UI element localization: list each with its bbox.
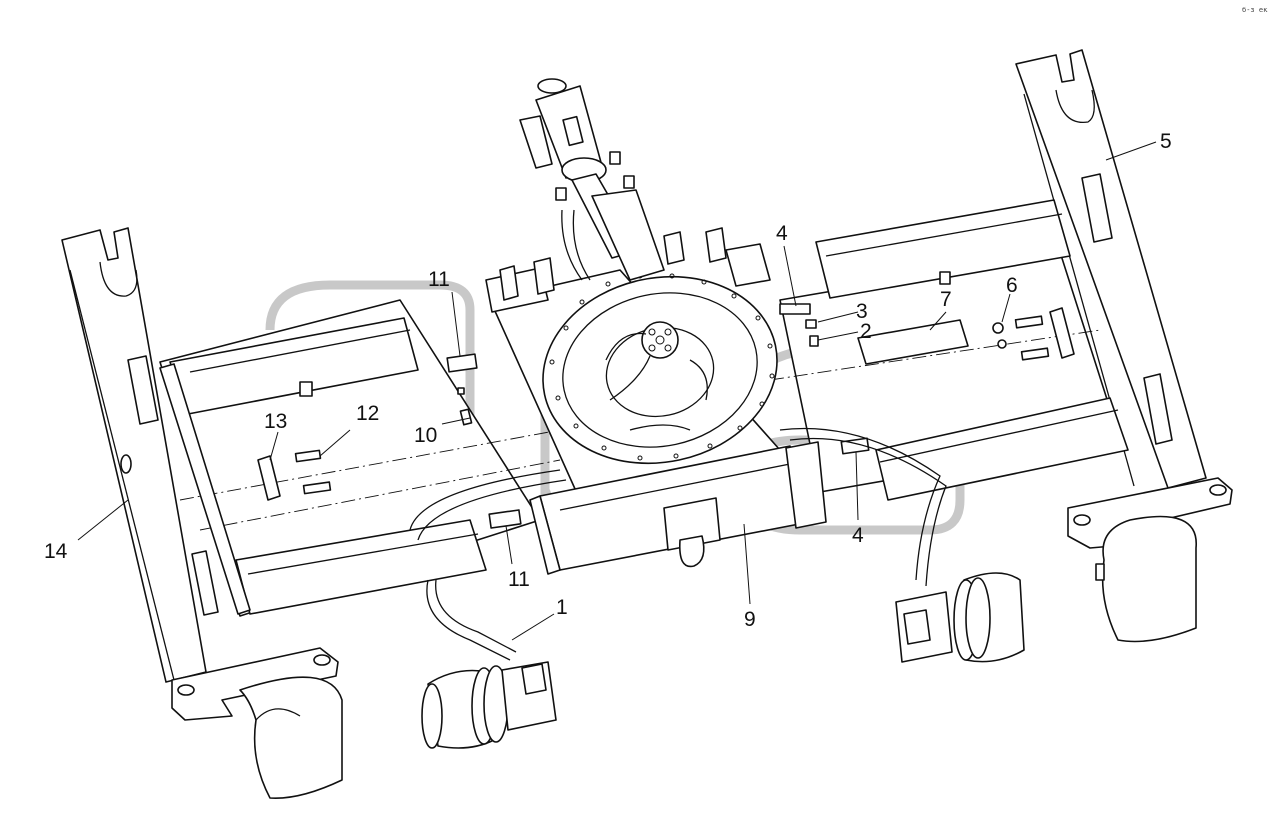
callout-14: 14 (44, 540, 68, 563)
ring-side-lugs (499, 227, 771, 301)
left-foot-bracket (171, 647, 343, 799)
right-cross-plate (769, 199, 1129, 501)
small-fasteners (779, 303, 1007, 349)
callout-labels: 1 2 3 4 4 5 6 7 9 10 11 11 12 13 14 (44, 130, 1172, 631)
callout-5: 5 (1160, 130, 1172, 153)
callout-2: 2 (860, 320, 872, 343)
bolt-bracket-13 (257, 449, 332, 501)
callout-13: 13 (264, 410, 287, 433)
left-hydraulic-motor (409, 469, 567, 749)
right-foot-bracket (1067, 477, 1233, 643)
callout-4-bottom: 4 (852, 524, 864, 547)
hose-clamp-plates (446, 353, 870, 529)
callout-6: 6 (1006, 274, 1018, 297)
corner-mark: б-з екз (1242, 6, 1268, 14)
callout-12: 12 (356, 402, 379, 425)
front-cross-beam (529, 441, 827, 575)
callout-10: 10 (414, 424, 437, 447)
callout-4-top: 4 (776, 222, 788, 245)
callout-7: 7 (940, 288, 952, 311)
right-hydraulic-motor (779, 427, 1025, 663)
leader-lines (77, 141, 1157, 641)
left-side-beam (61, 227, 219, 683)
callout-9: 9 (744, 608, 756, 631)
callout-3: 3 (856, 300, 868, 323)
callout-11-top: 11 (428, 268, 450, 291)
hydraulic-cylinder (519, 78, 665, 281)
central-slewing-ring (485, 267, 781, 501)
callout-11-bottom: 11 (508, 568, 530, 591)
callout-1: 1 (556, 596, 568, 619)
left-cross-plate (159, 299, 561, 617)
